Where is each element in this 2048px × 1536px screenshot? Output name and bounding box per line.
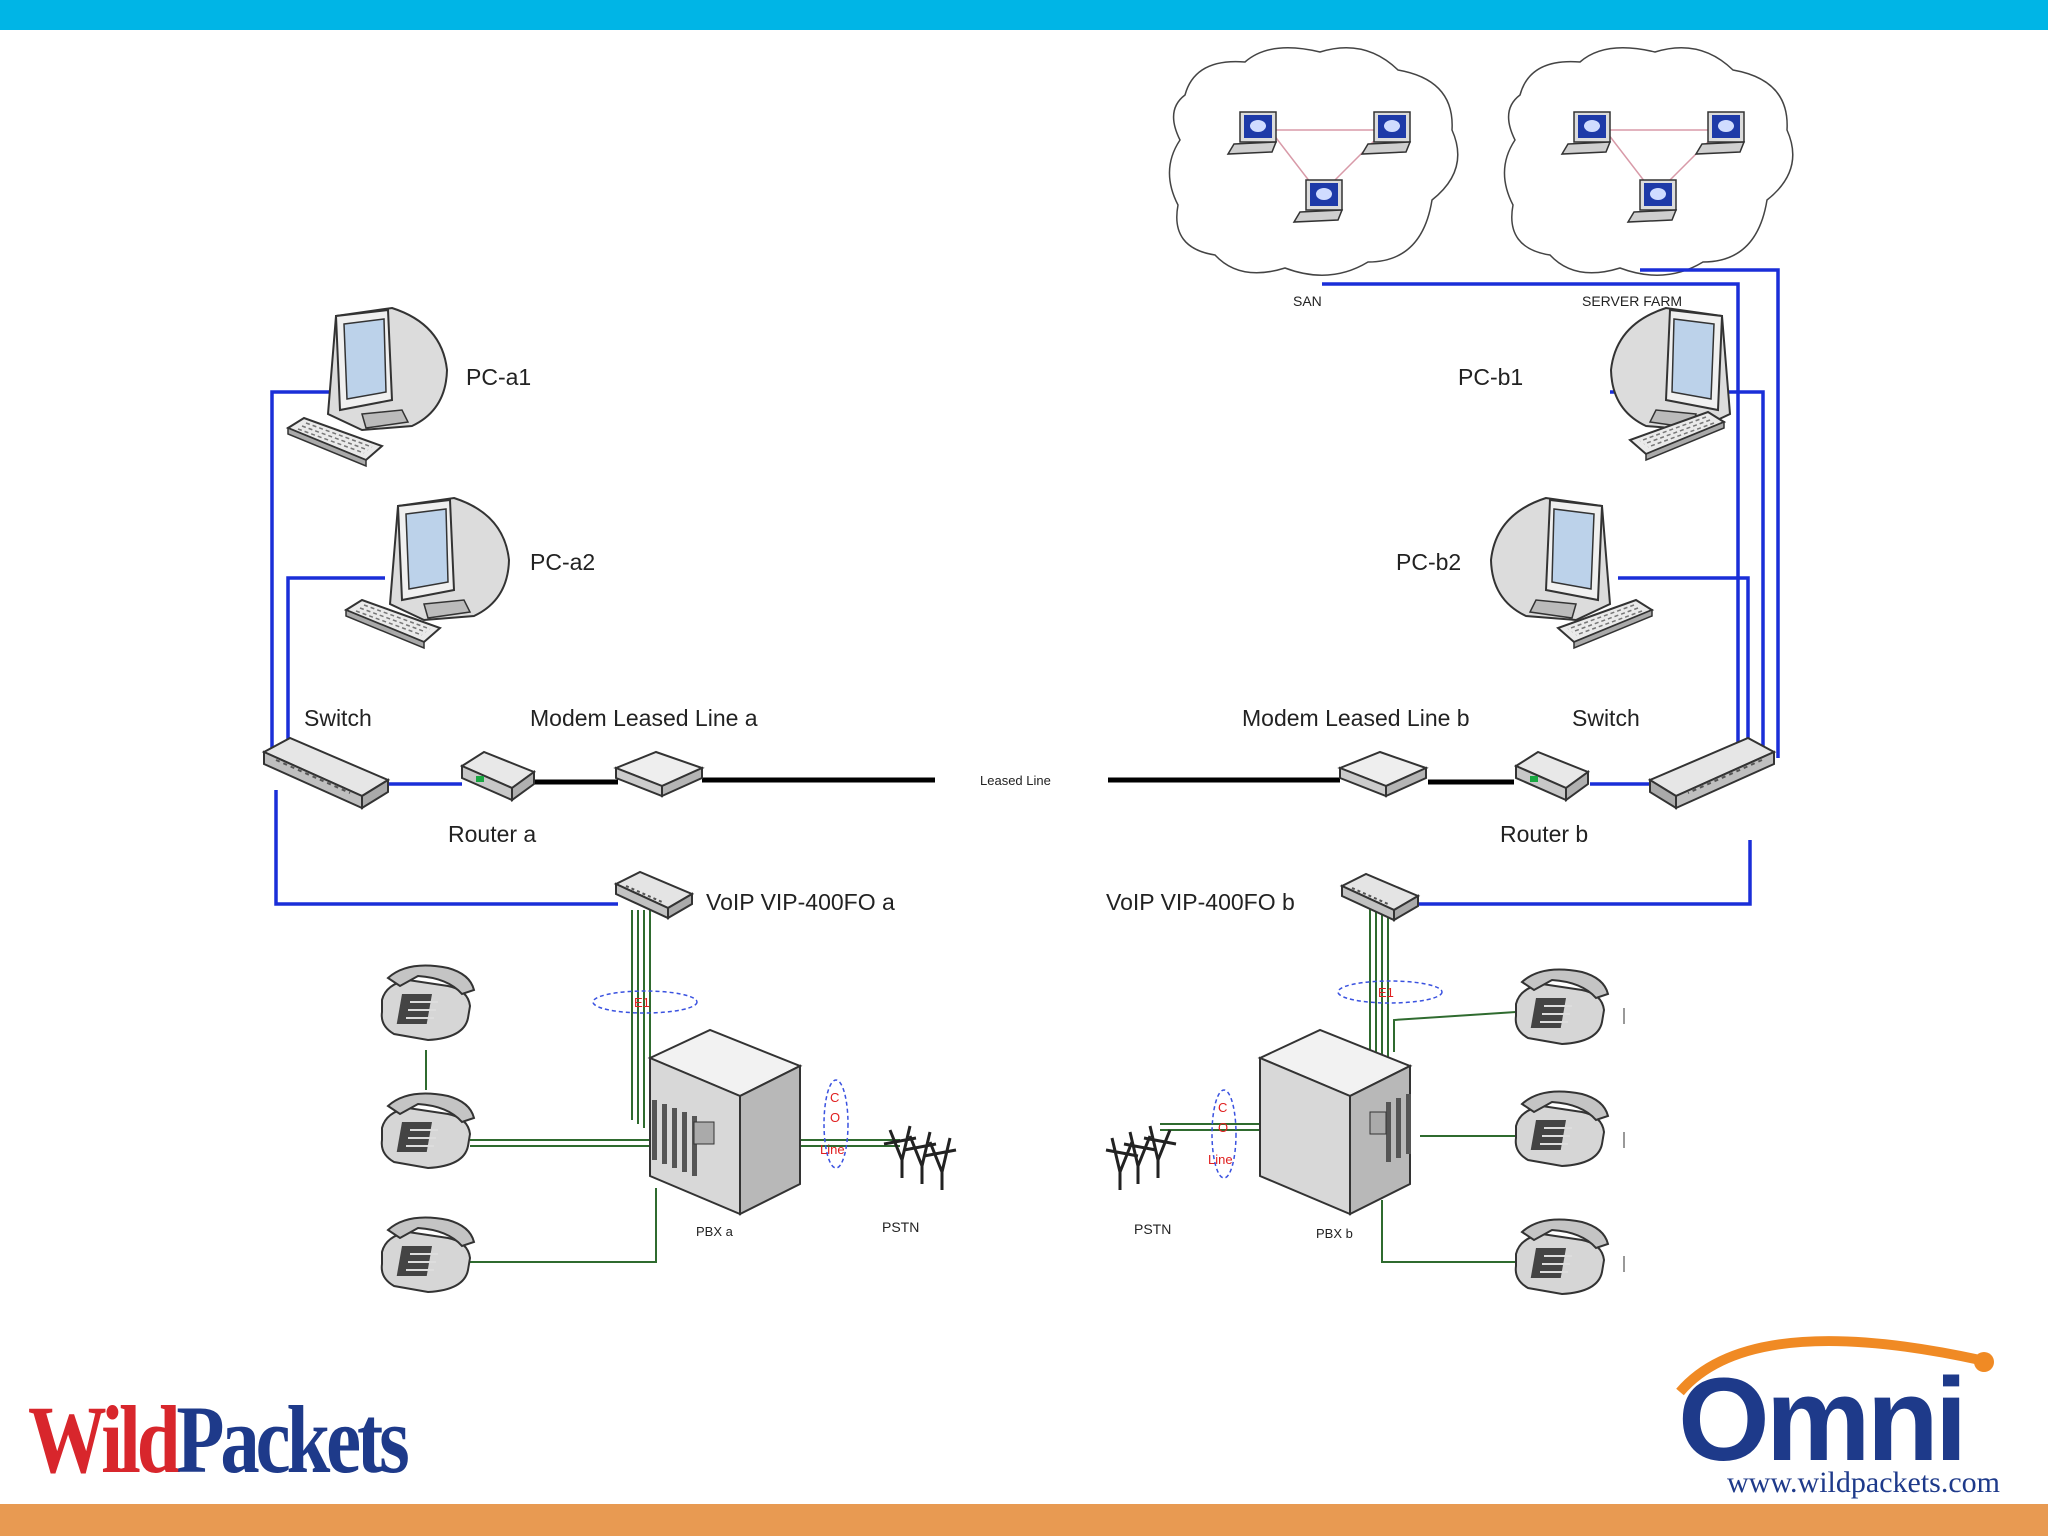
website-url[interactable]: www.wildpackets.com (1727, 1466, 2000, 1499)
label-pstn-a: PSTN (882, 1219, 919, 1235)
co-line-b-line: Line (1208, 1152, 1233, 1167)
pbx-vents-a (652, 1100, 715, 1176)
monitor-icon (389, 497, 510, 621)
modem-icon (615, 751, 703, 797)
omni-logo: Omni (1676, 1336, 1994, 1480)
phone-icon (1514, 968, 1609, 1045)
voip-gateway-icon (615, 871, 693, 919)
label-switch-b: Switch (1572, 705, 1640, 731)
omni-wordmark: Omni (1678, 1354, 1964, 1480)
label-modem-a: Modem Leased Line a (530, 705, 758, 731)
monitor-icon (1490, 497, 1611, 621)
router-icon (461, 751, 535, 801)
pstn-antenna-icon (1142, 1124, 1178, 1180)
logo-wild: Wild (28, 1386, 181, 1493)
phone-icon (1514, 1090, 1609, 1167)
phone-icon (380, 1092, 475, 1169)
pbx-vents-b (1369, 1094, 1411, 1162)
bottom-bar (0, 1504, 2048, 1536)
label-router-b: Router b (1500, 821, 1588, 847)
top-bar (0, 0, 2048, 30)
label-pc-b2: PC-b2 (1396, 549, 1461, 575)
phone-icon (1514, 1218, 1609, 1295)
label-pstn-b: PSTN (1134, 1221, 1171, 1237)
label-pc-a1: PC-a1 (466, 364, 531, 390)
phone-icon (380, 1216, 475, 1293)
monitor-icon (327, 307, 448, 431)
co-line-b-o: O (1218, 1120, 1228, 1135)
voice-links (425, 908, 1517, 1263)
annotation-ellipses (592, 980, 1443, 1179)
e1-label-b: E1 (1378, 985, 1394, 1000)
leased-line-label: Leased Line (980, 773, 1051, 788)
logo-packets: Packets (176, 1386, 409, 1493)
cloud-label-server-farm: SERVER FARM (1582, 293, 1682, 309)
label-router-a: Router a (448, 821, 536, 847)
e1-label-a: E1 (634, 995, 650, 1010)
label-pbx-a: PBX a (696, 1224, 734, 1239)
cloud-icon (1503, 46, 1794, 276)
cloud-label-san: SAN (1293, 293, 1322, 309)
wildpackets-logo: WildPackets (28, 1392, 410, 1488)
switch-icon (263, 737, 389, 809)
monitor-icon (1610, 307, 1731, 431)
co-line-a-o: O (830, 1110, 840, 1125)
cloud-icon (1168, 46, 1459, 276)
label-pbx-b: PBX b (1316, 1226, 1353, 1241)
phone-icon (380, 964, 475, 1041)
label-voip-a: VoIP VIP-400FO a (706, 889, 895, 915)
network-links (270, 268, 1780, 906)
co-line-a-c: C (830, 1090, 839, 1105)
switch-icon (1649, 737, 1775, 809)
co-line-b-c: C (1218, 1100, 1227, 1115)
label-voip-b: VoIP VIP-400FO b (1106, 889, 1295, 915)
leased-line-links (530, 777, 1514, 785)
pstn-antenna-icon (882, 1124, 918, 1180)
voip-gateway-icon (1341, 873, 1419, 921)
co-line-a-line: Line (820, 1142, 845, 1157)
label-pc-a2: PC-a2 (530, 549, 595, 575)
label-switch-a: Switch (304, 705, 372, 731)
modem-icon (1339, 751, 1427, 797)
label-modem-b: Modem Leased Line b (1242, 705, 1470, 731)
router-icon (1515, 751, 1589, 801)
label-pc-b1: PC-b1 (1458, 364, 1523, 390)
